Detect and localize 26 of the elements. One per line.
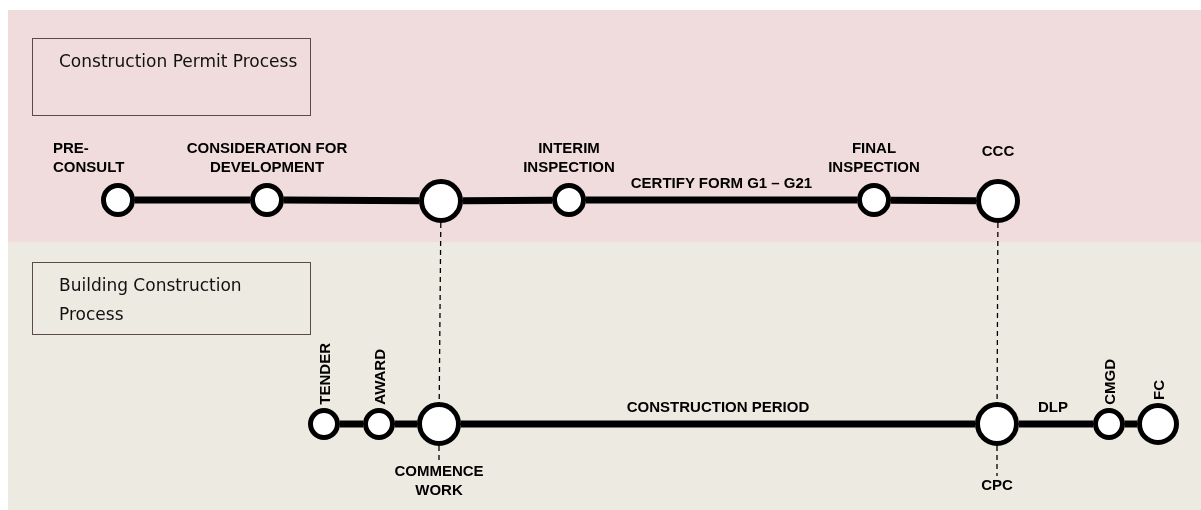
timeline-segment bbox=[340, 420, 363, 428]
timeline-segment bbox=[462, 196, 553, 205]
milestone-label: CONSIDERATION FOR DEVELOPMENT bbox=[185, 138, 349, 176]
lane-title: Construction Permit Process bbox=[32, 38, 311, 116]
timeline-segment bbox=[135, 196, 250, 204]
milestone-label: AWARD bbox=[369, 349, 389, 405]
edge-label: DLP bbox=[1037, 398, 1069, 416]
timeline-segment bbox=[890, 196, 977, 205]
timeline-segment bbox=[461, 420, 975, 428]
timeline-segment bbox=[1125, 420, 1137, 428]
milestone-label: PRE- CONSULT bbox=[53, 138, 126, 176]
milestone-label: FC bbox=[1148, 380, 1168, 400]
milestone-label: CCC bbox=[980, 141, 1016, 160]
milestone-label: CMGD bbox=[1099, 359, 1119, 405]
edge-label: CONSTRUCTION PERIOD bbox=[625, 398, 811, 416]
lane-title: Building Construction Process bbox=[32, 262, 311, 335]
milestone-label: INTERIM INSPECTION bbox=[522, 138, 616, 176]
timeline-segment bbox=[586, 196, 857, 204]
milestone-label: TENDER bbox=[314, 343, 334, 405]
timeline-segment bbox=[395, 420, 417, 428]
milestone-label: FINAL INSPECTION bbox=[827, 138, 921, 176]
edge-label: CERTIFY FORM G1 – G21 bbox=[629, 174, 814, 192]
milestone-label: CPC bbox=[980, 475, 1014, 494]
milestone-label: COMMENCE WORK bbox=[393, 461, 485, 499]
timeline-segment bbox=[284, 196, 419, 205]
timeline-segment bbox=[1019, 420, 1093, 428]
